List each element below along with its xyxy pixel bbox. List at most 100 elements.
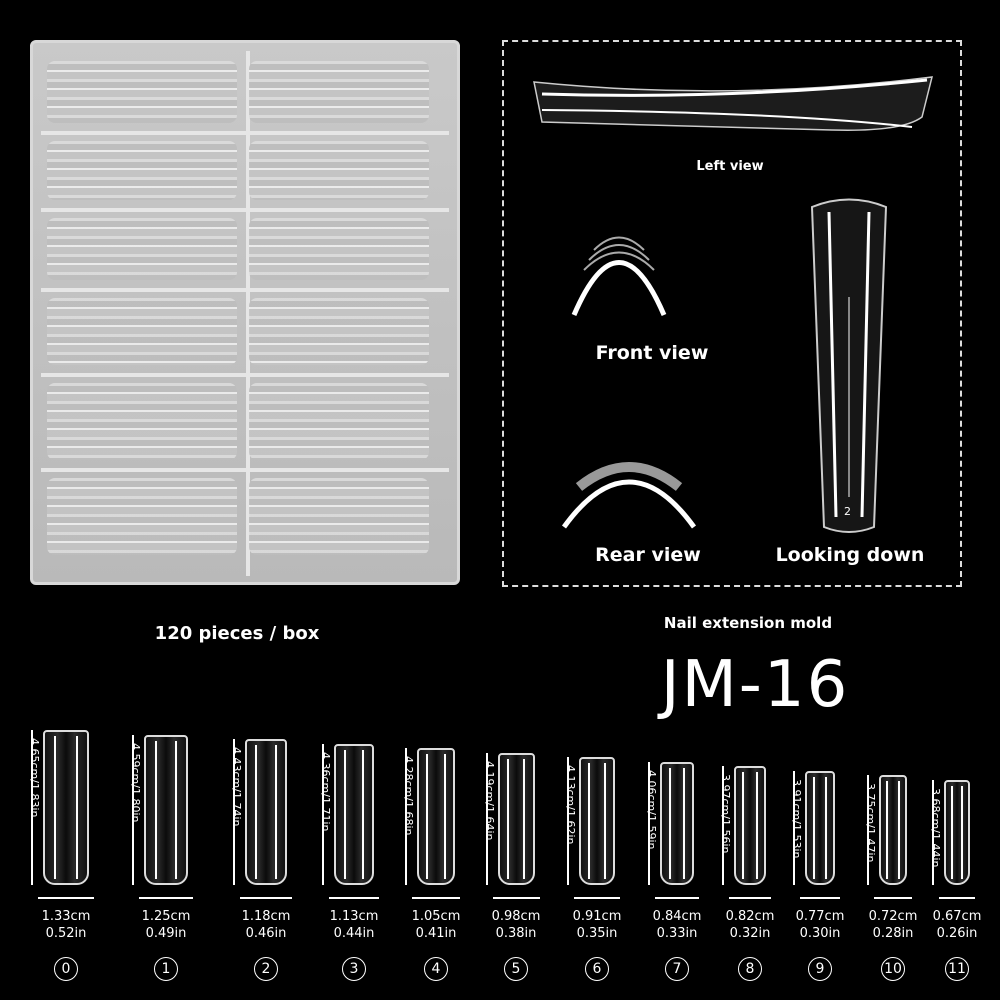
model-title: JM-16 [660, 648, 850, 722]
front-view-label: Front view [595, 342, 709, 364]
length-label: 4.13cm/1.62in [564, 765, 578, 845]
nail-tips-compartment [249, 141, 429, 200]
size-number-badge: 11 [945, 957, 969, 981]
size-column: 3.91cm/1.53in 0.77cm 0.30in 9 [775, 720, 865, 1000]
length-arrow [485, 752, 488, 885]
width-arrow [800, 897, 840, 899]
width-in-label: 0.49in [145, 926, 187, 941]
nail-tip-image [43, 730, 89, 885]
storage-box-image [30, 40, 460, 585]
width-arrow [874, 897, 912, 899]
width-cm-label: 0.77cm [795, 909, 845, 924]
width-in-label: 0.52in [45, 926, 87, 941]
length-label: 4.06cm/1.59in [645, 769, 659, 849]
nail-tips-compartment [47, 218, 237, 280]
length-label: 4.65cm/1.83in [28, 738, 41, 818]
box-divider [246, 51, 250, 576]
length-arrow [131, 734, 134, 885]
size-number-badge: 7 [665, 957, 689, 981]
size-number-badge: 0 [54, 957, 78, 981]
pieces-label: 120 pieces / box [154, 623, 320, 644]
width-in-label: 0.46in [245, 926, 287, 941]
views-panel: 2 [502, 40, 962, 587]
width-in-label: 0.30in [799, 926, 841, 941]
width-in-label: 0.41in [415, 926, 457, 941]
nail-tips-compartment [249, 298, 429, 365]
nail-tips-compartment [249, 61, 429, 123]
length-arrow [404, 748, 407, 885]
width-cm-label: 1.18cm [241, 909, 291, 924]
rear-view-image [561, 462, 697, 529]
rear-view-label: Rear view [595, 544, 701, 566]
nail-tips-compartment [47, 141, 237, 200]
length-label: 3.91cm/1.53in [790, 778, 804, 858]
size-number-badge: 9 [808, 957, 832, 981]
length-arrow [793, 770, 796, 885]
size-number-badge: 10 [881, 957, 905, 981]
length-label: 3.68cm/1.44in [928, 787, 942, 867]
looking-down-image [810, 198, 888, 533]
length-arrow [867, 775, 869, 885]
width-in-label: 0.32in [729, 926, 771, 941]
width-arrow [411, 897, 461, 899]
width-in-label: 0.44in [333, 926, 375, 941]
nail-number: 2 [844, 505, 851, 518]
width-cm-label: 0.98cm [491, 909, 541, 924]
width-cm-label: 1.33cm [41, 909, 91, 924]
length-label: 3.97cm/1.56in [719, 774, 733, 854]
nail-tip-image [943, 779, 971, 885]
nail-tips-compartment [249, 383, 429, 460]
size-number-badge: 3 [342, 957, 366, 981]
box-divider [41, 131, 449, 135]
width-arrow [328, 897, 380, 899]
length-arrow [31, 730, 33, 885]
size-number-badge: 8 [738, 957, 762, 981]
nail-tips-compartment [47, 383, 237, 460]
looking-down-label: Looking down [775, 544, 925, 566]
box-divider [41, 208, 449, 212]
nail-tips-compartment [249, 218, 429, 280]
length-arrow [931, 779, 934, 885]
width-arrow [574, 897, 620, 899]
nail-tip-image [879, 775, 907, 885]
size-column: 4.36cm/1.71in 1.13cm 0.44in 3 [309, 720, 399, 1000]
nail-tips-compartment [47, 298, 237, 365]
nail-tip-image [734, 766, 766, 885]
size-number-badge: 6 [585, 957, 609, 981]
left-view-image [533, 76, 933, 131]
width-cm-label: 1.13cm [329, 909, 379, 924]
size-column: 3.97cm/1.56in 0.82cm 0.32in 8 [705, 720, 795, 1000]
box-divider [41, 373, 449, 377]
size-number-badge: 5 [504, 957, 528, 981]
width-arrow [729, 897, 771, 899]
length-arrow [722, 766, 725, 885]
box-divider [41, 288, 449, 292]
width-cm-label: 0.91cm [572, 909, 622, 924]
product-type-label: Nail extension mold [663, 614, 833, 632]
width-cm-label: 0.72cm [868, 909, 918, 924]
nail-tip-image [660, 761, 694, 885]
front-view-image [571, 236, 667, 316]
nail-tip-image [416, 748, 456, 885]
size-number-badge: 4 [424, 957, 448, 981]
nail-tips-compartment [249, 478, 429, 555]
width-arrow [38, 897, 94, 899]
nail-tip-image [143, 734, 189, 885]
width-cm-label: 0.82cm [725, 909, 775, 924]
length-label: 4.19cm/1.64in [482, 760, 496, 840]
width-arrow [938, 897, 976, 899]
size-column: 4.65cm/1.83in 1.33cm 0.52in 0 [21, 720, 111, 1000]
length-arrow [321, 743, 324, 885]
nail-tip-image [333, 743, 375, 885]
nail-tips-compartment [47, 61, 237, 123]
length-label: 4.28cm/1.68in [401, 756, 415, 836]
length-label: 4.36cm/1.71in [318, 751, 332, 831]
width-in-label: 0.33in [656, 926, 698, 941]
nail-tips-compartment [47, 478, 237, 555]
